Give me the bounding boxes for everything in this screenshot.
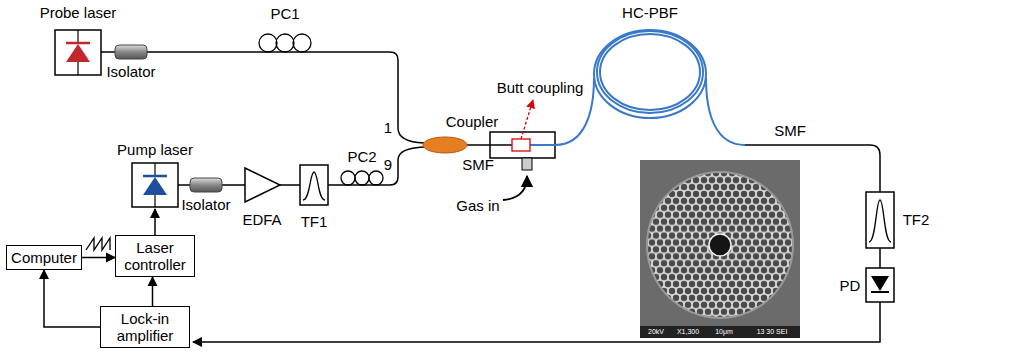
hc-fiber — [530, 144, 555, 146]
amplifier-symbol — [245, 168, 280, 202]
component-label: PD — [840, 278, 861, 294]
sem-info-bar — [640, 326, 800, 338]
sem-info-text: X1,300 — [677, 328, 699, 336]
smf-fiber — [490, 144, 512, 146]
process-box: Lock-in amplifier — [100, 306, 190, 348]
sawtooth-symbol — [86, 238, 110, 250]
coupler-symbol — [423, 137, 467, 153]
box-text: Lock-in amplifier — [104, 310, 186, 344]
laser-diode — [143, 177, 167, 195]
component-label: PC2 — [347, 149, 376, 165]
photodiode-symbol — [866, 268, 894, 302]
pc-loop — [369, 171, 383, 185]
photodiode-triangle — [871, 276, 889, 291]
fiber-coil — [597, 31, 703, 113]
laser-lead — [154, 195, 155, 207]
gas-inlet — [522, 158, 532, 170]
laser-lead — [77, 62, 78, 75]
gas-arrow — [503, 176, 527, 200]
component-label: Probe laser — [40, 5, 117, 21]
process-box: Computer — [6, 245, 82, 270]
smf-fiber — [879, 248, 881, 268]
hollow-core — [709, 234, 731, 256]
component-label: Coupler — [446, 114, 499, 130]
port-number: 9 — [384, 157, 392, 173]
pc-loop — [293, 34, 311, 52]
fiber-coil — [600, 34, 700, 110]
pc-loop — [259, 34, 277, 52]
photodiode-bar — [871, 291, 889, 293]
component-label: Isolator — [181, 197, 230, 213]
callout-arrow — [521, 100, 533, 139]
port-number: 1 — [384, 120, 392, 136]
component-label: PC1 — [270, 6, 299, 22]
isolator-symbol — [190, 178, 222, 192]
box-text: Laser controller — [119, 239, 191, 273]
process-box: Laser controller — [115, 235, 195, 277]
component-label: Pump laser — [117, 142, 193, 158]
component-label: HC-PBF — [622, 5, 678, 21]
fiber-label: SMF — [774, 123, 806, 139]
butt-coupling-housing — [490, 132, 555, 158]
laser-symbol — [132, 163, 178, 207]
laser-diode-bar — [66, 42, 90, 45]
laser-lead — [154, 163, 155, 176]
callout-label: Gas in — [456, 198, 499, 214]
component-label: Isolator — [106, 64, 155, 80]
pc-loop — [276, 34, 294, 52]
box-text: Computer — [10, 249, 78, 266]
fiber-coil — [594, 30, 706, 118]
filter-curve — [303, 172, 325, 200]
drive-wire — [154, 209, 156, 235]
callout-label: Butt coupling — [497, 80, 584, 96]
probe-fiber — [101, 52, 424, 143]
pc-loop — [355, 171, 369, 185]
isolator-symbol — [115, 45, 147, 59]
component-label: EDFA — [242, 212, 281, 228]
sem-info-text: 10μm — [715, 328, 733, 336]
signal-connector — [152, 277, 154, 306]
component-label: TF2 — [903, 212, 930, 228]
signal-connector — [44, 270, 100, 327]
signal-connector — [82, 257, 115, 259]
coupling-gap — [512, 139, 530, 151]
component-label: TF1 — [301, 214, 328, 230]
filter-curve — [869, 200, 891, 242]
filter-symbol — [866, 192, 894, 248]
pc-loop — [341, 171, 355, 185]
hc-fiber — [706, 78, 745, 145]
laser-lead — [77, 30, 78, 43]
cladding-holes — [640, 160, 800, 338]
fiber-label: SMF — [462, 157, 494, 173]
filter-symbol — [300, 165, 328, 205]
sem-info-text: 13 30 SEI — [757, 328, 788, 336]
laser-symbol — [55, 30, 101, 75]
laser-diode — [66, 44, 90, 62]
sem-info-text: 20kV — [648, 328, 664, 336]
laser-diode-bar — [143, 175, 167, 178]
sem-image — [640, 160, 800, 338]
